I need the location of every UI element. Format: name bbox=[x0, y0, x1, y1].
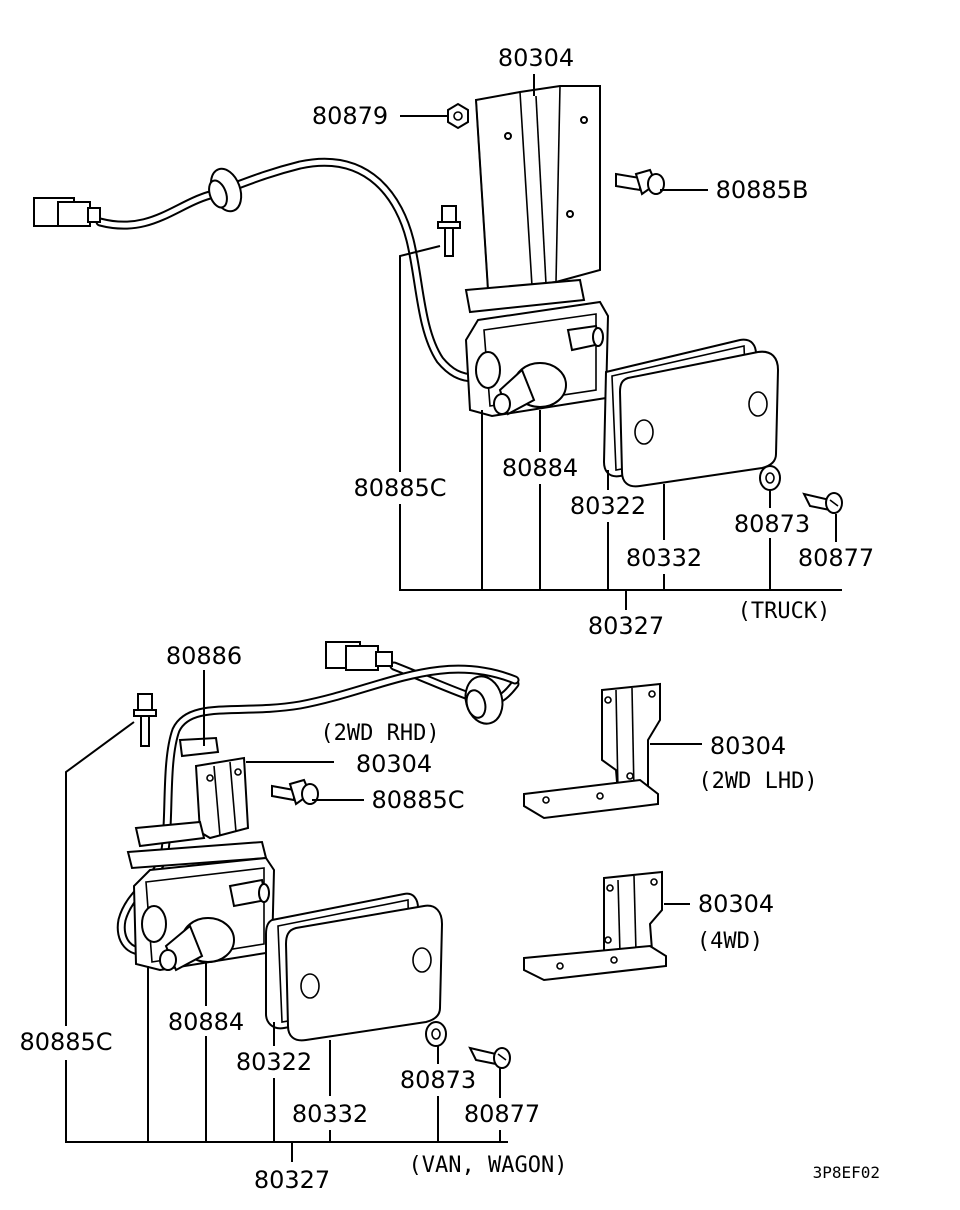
lhd-bracket bbox=[523, 682, 661, 820]
van-bolt-upper-label: 80885C bbox=[371, 786, 464, 814]
van-clip-label: 80886 bbox=[166, 642, 242, 670]
truck-gasket-label: 80322 bbox=[570, 492, 646, 520]
truck-bulb-80884 bbox=[493, 362, 567, 416]
truck-assembly: 80304 80879 80885B 80885C 80884 80322 80… bbox=[33, 44, 874, 640]
van-bolt-lower-label: 80885C bbox=[19, 1028, 112, 1056]
truck-assembly-label: 80327 bbox=[588, 612, 664, 640]
van-gasket-label: 80322 bbox=[236, 1048, 312, 1076]
van-clip-80886 bbox=[178, 736, 220, 758]
truck-washer-80873 bbox=[759, 465, 781, 491]
figure-code: 3P8EF02 bbox=[813, 1163, 880, 1182]
van-lens-80332 bbox=[284, 904, 444, 1042]
van-bolt-80885c-upper bbox=[271, 778, 319, 806]
truck-lens-label: 80332 bbox=[626, 544, 702, 572]
truck-screw-80877 bbox=[802, 492, 843, 514]
fwd-bracket-group: 80304 (4WD) bbox=[523, 870, 774, 982]
van-washer-label: 80873 bbox=[400, 1066, 476, 1094]
truck-bulb-label: 80884 bbox=[502, 454, 578, 482]
van-bracket-label: 80304 bbox=[356, 750, 432, 778]
van-screw-80877 bbox=[468, 1046, 511, 1069]
truck-bracket-label: 80304 bbox=[498, 44, 574, 72]
van-bulb-label: 80884 bbox=[168, 1008, 244, 1036]
van-wire-harness bbox=[116, 641, 520, 956]
van-washer-80873 bbox=[425, 1021, 447, 1047]
truck-bolt-b-label: 80885B bbox=[716, 176, 809, 204]
truck-wire-harness bbox=[33, 157, 480, 383]
van-bulb-80884 bbox=[159, 917, 235, 972]
van-lens-label: 80332 bbox=[292, 1100, 368, 1128]
truck-bolt-80885b bbox=[615, 168, 665, 196]
truck-bolt-80885c bbox=[437, 205, 461, 257]
van-assembly-label: 80327 bbox=[254, 1166, 330, 1194]
truck-nut-label: 80879 bbox=[312, 102, 388, 130]
lhd-caption: (2WD LHD) bbox=[698, 769, 817, 794]
van-caption: (VAN, WAGON) bbox=[409, 1153, 568, 1178]
truck-washer-label: 80873 bbox=[734, 510, 810, 538]
truck-nut-80879 bbox=[447, 102, 469, 130]
lhd-bracket-label: 80304 bbox=[710, 732, 786, 760]
van-lamp-housing bbox=[132, 856, 276, 972]
fwd-caption: (4WD) bbox=[697, 929, 763, 954]
truck-bracket bbox=[464, 85, 601, 314]
lhd-bracket-group: 80304 (2WD LHD) bbox=[523, 682, 818, 820]
truck-bolt-c-label: 80885C bbox=[353, 474, 446, 502]
van-bolt-80885c-lower bbox=[133, 693, 157, 747]
van-bracket bbox=[126, 756, 268, 870]
van-rhd-caption: (2WD RHD) bbox=[320, 721, 439, 746]
truck-screw-label: 80877 bbox=[798, 544, 874, 572]
fwd-bracket bbox=[523, 870, 667, 982]
fwd-bracket-label: 80304 bbox=[698, 890, 774, 918]
truck-leader-lines bbox=[399, 74, 842, 610]
van-assembly: 80886 80304 80885C 80885C 80884 80322 80… bbox=[19, 641, 568, 1194]
truck-caption: (TRUCK) bbox=[738, 599, 831, 624]
van-screw-label: 80877 bbox=[464, 1100, 540, 1128]
truck-lens-80332 bbox=[618, 350, 780, 488]
van-leader-lines bbox=[65, 670, 508, 1162]
